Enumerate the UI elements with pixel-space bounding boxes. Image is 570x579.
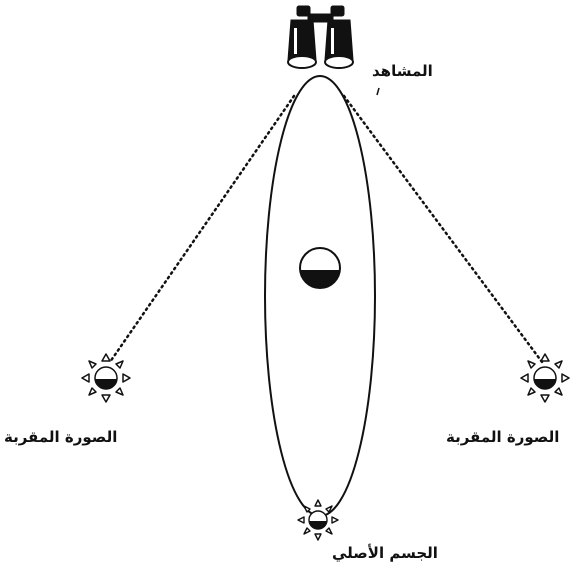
binoculars-icon — [288, 6, 353, 68]
original-body-label: الجسم الأصلي — [332, 544, 438, 562]
tick-mark — [377, 88, 379, 95]
lens-ellipse — [265, 76, 375, 516]
sight-line-left — [110, 96, 294, 362]
observer-label: المشاهد — [372, 62, 433, 80]
central-mass-icon — [296, 248, 344, 292]
magnified-image-label-left: الصورة المقربة — [4, 428, 117, 446]
sun-icon-original — [298, 500, 338, 540]
sun-icon-left — [82, 354, 130, 402]
sun-icon-right — [521, 354, 569, 402]
magnified-image-label-right: الصورة المقربة — [446, 428, 559, 446]
